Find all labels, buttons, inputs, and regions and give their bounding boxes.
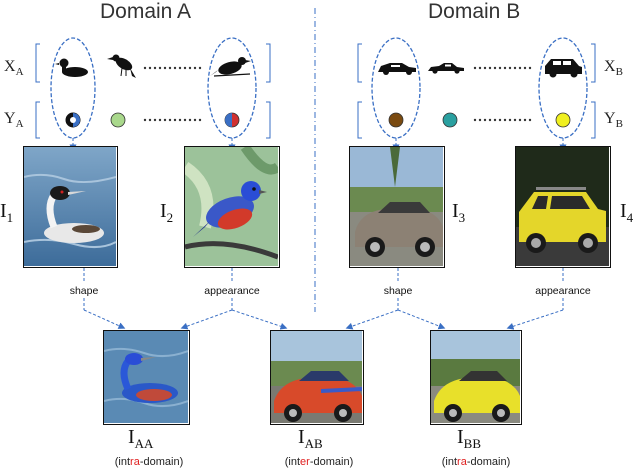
row-label-ya: YA xyxy=(4,110,24,131)
image-iab-output xyxy=(270,330,364,425)
class-dots-a xyxy=(65,112,240,128)
image-i1-grebe xyxy=(23,146,118,268)
image-iaa-output xyxy=(103,330,190,425)
songbird-icon xyxy=(210,57,251,77)
label-shape-b: shape xyxy=(378,285,418,297)
caption-iaa: (intra-domain) xyxy=(114,456,184,468)
row-label-xb: XB xyxy=(604,58,623,79)
duck-icon xyxy=(55,58,88,77)
label-iab: IAB xyxy=(298,426,323,451)
crow-icon xyxy=(107,54,136,78)
label-i3: I3 xyxy=(452,200,466,225)
car-icon-1 xyxy=(378,63,416,75)
selection-ellipse-b1 xyxy=(371,37,421,139)
caption-ibb: (intra-domain) xyxy=(441,456,511,468)
label-appearance-a: appearance xyxy=(197,285,267,297)
label-i1: I1 xyxy=(0,200,14,225)
label-i4: I4 xyxy=(620,200,634,225)
selection-ellipse-a1 xyxy=(50,37,96,139)
label-shape-a: shape xyxy=(64,285,104,297)
domain-b-title: Domain B xyxy=(428,0,521,23)
image-i2-bunting xyxy=(184,146,280,268)
class-dots-b xyxy=(388,112,571,128)
label-ibb: IBB xyxy=(457,426,482,451)
image-ibb-output xyxy=(430,330,522,425)
image-i4-suv xyxy=(515,146,611,268)
image-i3-sedan xyxy=(349,146,445,268)
caption-iab: (inter-domain) xyxy=(284,456,354,468)
suv-icon xyxy=(545,59,582,78)
label-appearance-b: appearance xyxy=(528,285,598,297)
car-icon-2 xyxy=(428,63,464,74)
row-label-xa: XA xyxy=(4,58,24,79)
selection-ellipse-a2 xyxy=(207,37,257,139)
row-label-yb: YB xyxy=(604,110,623,131)
label-iaa: IAA xyxy=(128,426,154,451)
selection-ellipse-b2 xyxy=(538,37,588,139)
brackets-a xyxy=(35,43,271,139)
domain-a-title: Domain A xyxy=(100,0,192,23)
ellipsis-dots xyxy=(143,66,532,122)
label-i2: I2 xyxy=(160,200,174,225)
brackets-b xyxy=(357,43,596,139)
